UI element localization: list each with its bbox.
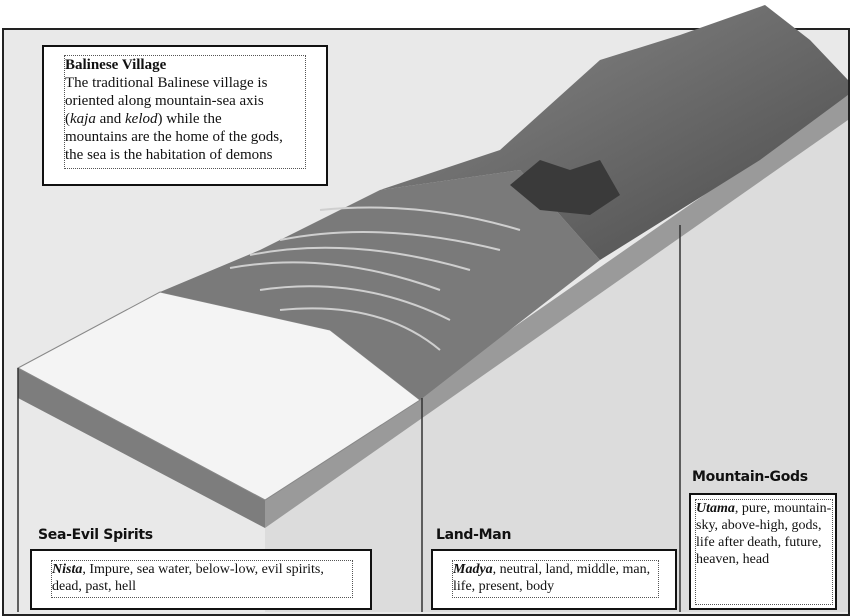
mountain (380, 5, 848, 260)
rice-terraces (160, 170, 600, 400)
sea-zone-text: Nista, Impure, sea water, below-low, evi… (51, 560, 353, 598)
term-kelod: kelod (125, 111, 158, 127)
sea-zone-label: Sea-Evil Spirits (38, 527, 153, 543)
land-zone-label: Land-Man (436, 527, 512, 543)
sea-term: Nista (52, 562, 83, 577)
intro-line: the sea is the habitation of demons (65, 147, 273, 163)
intro-text: Balinese Village The traditional Balines… (64, 55, 306, 169)
intro-line: The traditional Balinese village is (65, 75, 268, 91)
intro-line: ) while the (157, 111, 222, 127)
block-right-face (265, 95, 848, 528)
intro-line: and (95, 111, 125, 127)
mountain-zone-text: Utama, pure, mountain-sky, above-high, g… (695, 499, 833, 605)
land-term: Madya (453, 562, 493, 577)
sea-desc: , Impure, sea water, below-low, evil spi… (52, 562, 324, 594)
intro-line: mountains are the home of the gods, (65, 129, 283, 145)
intro-title: Balinese Village (65, 57, 167, 73)
land-desc: , neutral, land, middle, man, life, pres… (453, 562, 651, 594)
mountain-zone-label: Mountain-Gods (692, 469, 808, 485)
mountain-zone-box: Utama, pure, mountain-sky, above-high, g… (689, 493, 837, 610)
village-temple (510, 160, 620, 215)
land-zone-text: Madya, neutral, land, middle, man, life,… (452, 560, 659, 598)
block-front-face (18, 368, 265, 528)
intro-box: Balinese Village The traditional Balines… (42, 45, 328, 186)
mountain-desc: , pure, mountain-sky, above-high, gods, … (696, 501, 832, 567)
terrace-lines (229, 206, 521, 351)
intro-line: oriented along mountain-sea axis (65, 93, 264, 109)
term-kaja: kaja (70, 111, 96, 127)
mountain-term: Utama (696, 501, 735, 516)
sea-zone-box: Nista, Impure, sea water, below-low, evi… (30, 549, 372, 610)
land-zone-box: Madya, neutral, land, middle, man, life,… (431, 549, 677, 610)
